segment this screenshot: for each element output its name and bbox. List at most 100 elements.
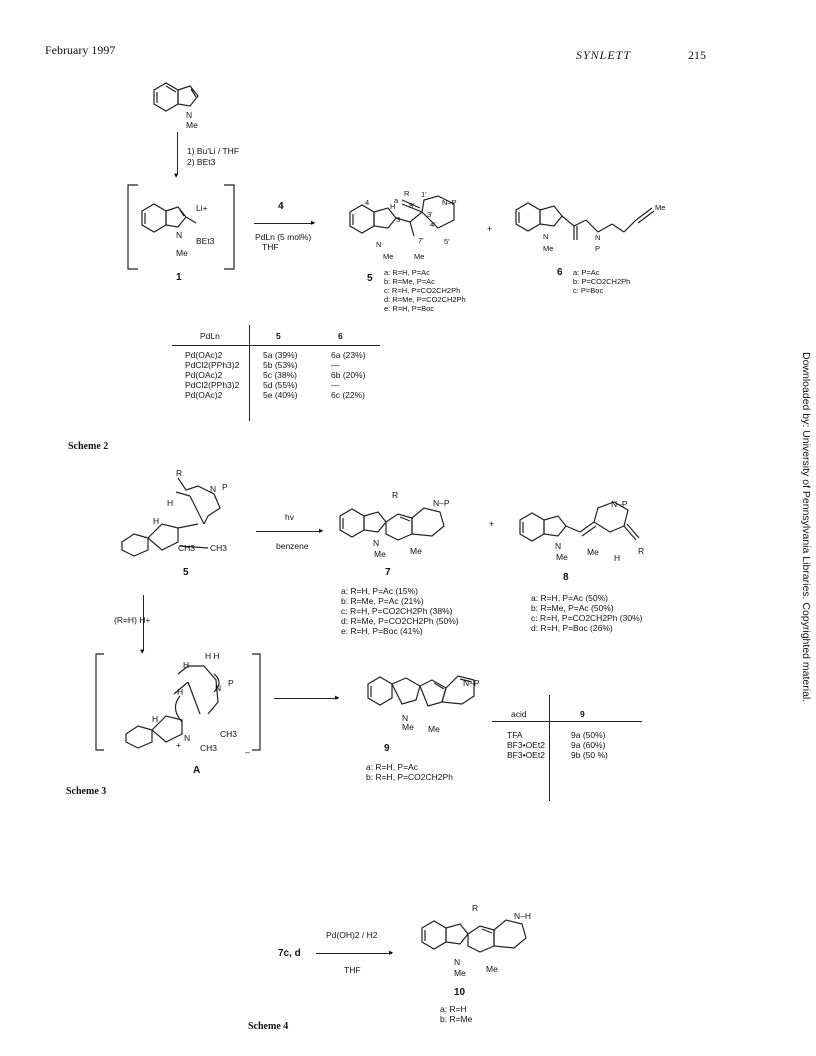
table-cell: 9a (60%) — [571, 740, 606, 750]
table-cell: 5b (53%) — [263, 360, 298, 370]
cmpd8-me2: Me — [587, 547, 599, 557]
a-n: N — [215, 683, 222, 693]
table-row: Pd(OAc)2 — [185, 390, 223, 400]
table-cell: 5a (39%) — [263, 350, 298, 360]
compound-8-label: 8 — [563, 572, 569, 583]
a-ch3: CH3 — [220, 729, 238, 739]
variant-7a: a: R=H, P=Ac (15%) — [341, 586, 419, 596]
scheme-2-caption: Scheme 2 — [68, 441, 109, 452]
variant-5d: d: R=Me, P=CO2CH2Ph — [384, 295, 466, 304]
compound-10-label: 10 — [454, 987, 466, 998]
compound-7-variants: a: R=H, P=Ac (15%) b: R=Me, P=Ac (21%) c… — [341, 586, 459, 636]
variant-5a: a: R=H, P=Ac — [384, 268, 430, 277]
a-h2: H — [177, 687, 184, 697]
table-cell: 5e (40%) — [263, 390, 298, 400]
variant-6a: a: P=Ac — [573, 268, 600, 277]
variant-6b: b: P=CO2CH2Ph — [573, 277, 631, 286]
table-row: Pd(OAc)2 — [185, 370, 223, 380]
table-row: BF3•OEt2 — [507, 740, 545, 750]
variant-8d: d: R=H, P=Boc (26%) — [531, 623, 613, 633]
acid-condition: (R=H) H+ — [114, 615, 151, 625]
condition-thf: THF — [262, 242, 279, 252]
table-cell: 6b (20%) — [331, 370, 366, 380]
cmpd8-np: N–P — [611, 499, 628, 509]
table-cell: 5d (55%) — [263, 380, 298, 390]
arrowhead-1: ▸ — [311, 217, 316, 227]
borate-bracket — [127, 184, 235, 270]
compound-5-label: 5 — [367, 273, 373, 284]
compound-8-structure — [519, 501, 640, 542]
variant-8a: a: R=H, P=Ac (50%) — [531, 593, 609, 603]
indole-n: N — [186, 110, 193, 120]
scheme-3-caption: Scheme 3 — [66, 786, 107, 797]
cmpd6-p: P — [595, 244, 601, 253]
variant-7b: b: R=Me, P=Ac (21%) — [341, 596, 424, 606]
s3-cmpd5-h: H — [167, 498, 174, 508]
cmpd5-n: N — [376, 240, 382, 249]
solvent-thf: THF — [344, 965, 361, 975]
journal-name: SYNLETT — [576, 48, 632, 62]
cmpd5-h: H — [390, 202, 396, 211]
compound-7-label: 7 — [385, 567, 391, 578]
table-cell: 9a (50%) — [571, 730, 606, 740]
cmpd7-me2: Me — [410, 546, 422, 556]
compound1-n: N — [176, 230, 183, 240]
compound1-me: Me — [176, 248, 188, 258]
s3-cmpd5-ch3b: CH3 — [210, 543, 228, 553]
condition-pdln: PdLn (5 mol%) — [255, 232, 312, 242]
a-ch3b: CH3 — [200, 743, 218, 753]
intermediate-a-label: A — [193, 765, 201, 776]
col-5: 5a (39%) 5b (53%) 5c (38%) 5d (55%) 5e (… — [263, 350, 298, 400]
plus-sign: + — [487, 224, 493, 234]
compound-6-structure — [515, 202, 655, 240]
compound-5-conformer — [121, 477, 221, 557]
cmpd6-me-end: Me — [655, 203, 666, 212]
indole-me: Me — [186, 120, 198, 130]
a-hh: H H — [205, 651, 220, 661]
cmpd7-np: N–P — [433, 498, 450, 508]
boron-bet3: BEt3 — [196, 236, 215, 246]
cmpd5-3: 3 — [396, 215, 401, 224]
cmpd10-n: N — [454, 957, 461, 967]
cmpd5-nme: Me — [383, 252, 394, 261]
col-pdln: Pd(OAc)2 PdCl2(PPh3)2 Pd(OAc)2 PdCl2(PPh… — [185, 350, 239, 400]
cmpd9-n: N — [402, 713, 409, 723]
cmpd5-a: a — [394, 196, 399, 205]
variant-5b: b: R=Me, P=Ac — [384, 277, 435, 286]
scheme-4-caption: Scheme 4 — [248, 1021, 289, 1032]
reaction-arrow-9 — [274, 698, 338, 699]
cmpd9-me: Me — [402, 722, 414, 732]
cmpd10-nh: N–H — [514, 911, 532, 921]
compound-6-variants: a: P=Ac b: P=CO2CH2Ph c: P=Boc — [573, 268, 630, 295]
cmpd6-n2: N — [595, 233, 601, 242]
table-cell: 6a (23%) — [331, 350, 366, 360]
cmpd5-r: R — [404, 189, 410, 198]
compound-7-structure — [339, 507, 445, 541]
n-methylindole-structure — [153, 82, 199, 112]
header-date: February 1997 — [45, 43, 116, 57]
table-cell: 6c (22%) — [331, 390, 366, 400]
col-6: 6a (23%) — 6b (20%) — 6c (22%) — [331, 350, 366, 400]
s3-cmpd5-r: R — [176, 468, 183, 478]
table-rule — [172, 345, 380, 346]
starting-material: 7c, d — [278, 948, 301, 959]
cmpd7-n: N — [373, 538, 380, 548]
compound-5-structure — [349, 195, 455, 237]
cmpd5-7p: 7' — [418, 236, 424, 245]
step-1: 1) Bu'Li / THF — [187, 146, 240, 156]
page-number: 215 — [688, 48, 706, 62]
cmpd5-5p: 5' — [444, 237, 450, 246]
cmpd10-r: R — [472, 903, 479, 913]
table-row: PdCl2(PPh3)2 — [185, 360, 240, 370]
cmpd5-3p: 3' — [427, 210, 433, 219]
table-row: TFA — [507, 730, 523, 740]
compound-10-variants: a: R=H b: R=Me — [440, 1004, 472, 1024]
table-divider — [249, 325, 250, 421]
table-cell: — — [331, 360, 340, 370]
download-watermark: Downloaded by: University of Pennsylvani… — [800, 352, 812, 703]
cmpd8-n: N — [555, 541, 562, 551]
cmpd9-np: N–P — [463, 678, 480, 688]
hv-label: hv — [285, 512, 294, 522]
acid-col-header: acid — [511, 709, 527, 719]
cmpd10-me: Me — [454, 968, 466, 978]
